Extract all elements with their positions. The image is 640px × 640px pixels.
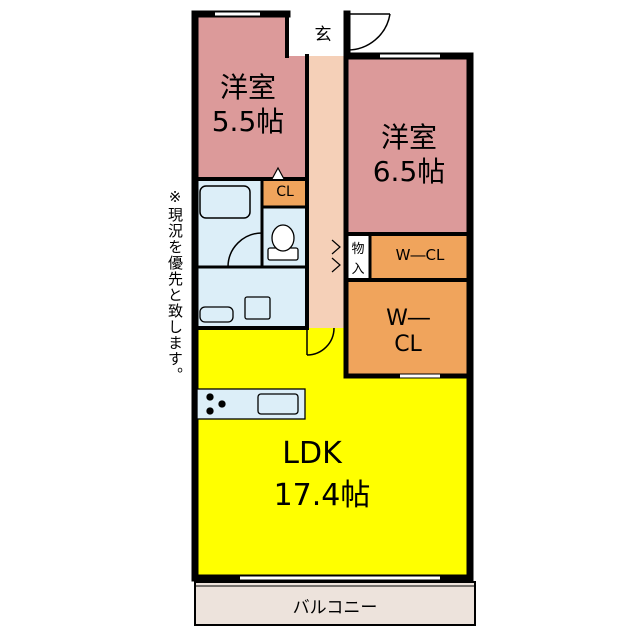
balcony-frame [194,581,476,626]
bathtub-icon [199,185,251,219]
bedroom-1-name: 洋室 [219,71,276,104]
bedroom-2-area[interactable] [346,58,470,234]
closet-area[interactable] [262,179,307,207]
corridor-area [307,56,346,328]
closet-label: CL [276,184,294,200]
wcl-small-area[interactable] [370,234,470,280]
washbasin-icon [244,296,271,320]
balcony-area[interactable] [195,582,475,625]
entrance-label: 玄 [314,25,332,45]
ldk-size: 17.4帖 [273,478,371,513]
bedroom-1-size: 5.5帖 [211,105,285,138]
washer-icon [199,306,234,323]
wcl-large-label-2: CL [394,332,422,357]
notice-text: ※現況を優先と致します。 [166,188,184,383]
toilet-icon [267,224,299,261]
storage-area[interactable] [346,234,370,280]
ldk-door-icon [306,327,335,356]
wcl-large-label-1: W― [386,306,430,331]
balcony-label: バルコニー [292,598,378,618]
storage-label-2: 入 [351,262,365,277]
closet-door-icon [271,166,285,180]
bedroom-2-name: 洋室 [380,121,437,154]
storage-label-1: 物 [351,242,365,257]
storage-door-icon [331,239,341,273]
kitchen-counter-icon [196,388,306,420]
bedroom-2-size: 6.5帖 [372,155,446,188]
windows [215,12,440,580]
entrance-door-icon [346,13,391,51]
wcl-large-area[interactable] [346,280,470,376]
bath-door-icon [227,232,263,268]
ldk-name: LDK [282,436,342,471]
wcl-small-label: W―CL [395,246,445,264]
entrance-area[interactable] [287,14,347,56]
